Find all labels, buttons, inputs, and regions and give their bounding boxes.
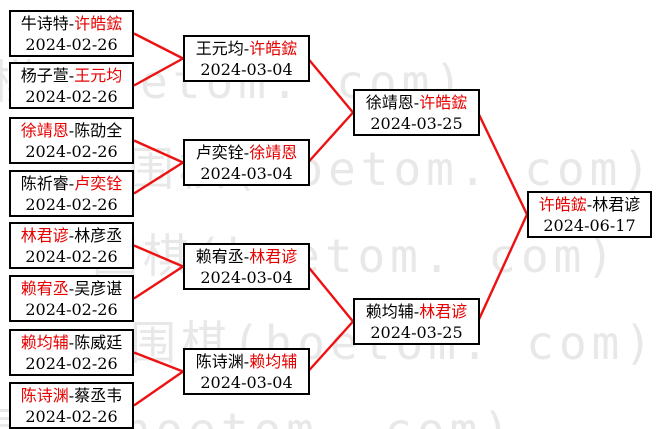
winner-name: 王元均 (74, 66, 123, 85)
separator: - (243, 143, 250, 162)
match-r1-7: 赖均辅-陈威廷 2024-02-26 (9, 329, 134, 376)
watermark-text: 围棋(hoetom. com) (92, 229, 620, 283)
match-date: 2024-02-26 (25, 195, 118, 214)
match-players: 林君谚-林彦丞 (11, 225, 132, 246)
match-date: 2024-02-26 (25, 407, 118, 426)
match-date: 2024-03-25 (370, 323, 463, 342)
separator: - (68, 121, 75, 140)
winner-name: 卢奕铨 (74, 174, 123, 193)
match-players: 卢奕铨-徐靖恩 (185, 142, 308, 163)
winner-name: 许皓鋐 (74, 14, 123, 33)
separator: - (68, 174, 75, 193)
winner-name: 许皓鋐 (249, 39, 298, 58)
separator: - (68, 386, 75, 405)
player-name: 陈劭全 (74, 121, 123, 140)
winner-name: 林君谚 (249, 247, 298, 266)
match-players: 徐靖恩-许皓鋐 (355, 92, 478, 113)
match-players: 徐靖恩-陈劭全 (11, 120, 132, 141)
match-date: 2024-02-26 (25, 87, 118, 106)
match-r2-4: 陈诗渊-赖均辅 2024-03-04 (183, 348, 310, 395)
match-players: 赖宥丞-吴彦谌 (11, 278, 132, 299)
player-name: 蔡丞韦 (74, 386, 123, 405)
match-players: 赖均辅-陈威廷 (11, 332, 132, 353)
player-name: 陈诗渊 (195, 352, 244, 371)
separator: - (413, 93, 420, 112)
winner-name: 许皓鋐 (538, 195, 587, 214)
match-date: 2024-03-04 (200, 164, 293, 183)
match-date: 2024-02-26 (25, 247, 118, 266)
separator: - (413, 302, 420, 321)
player-name: 王元均 (195, 39, 244, 58)
winner-name: 赖宥丞 (20, 279, 69, 298)
winner-name: 林君谚 (419, 302, 468, 321)
winner-name: 徐靖恩 (20, 121, 69, 140)
separator: - (243, 352, 250, 371)
player-name: 陈祈睿 (20, 174, 69, 193)
match-r1-4: 陈祈睿-卢奕铨 2024-02-26 (9, 170, 134, 217)
separator: - (243, 247, 250, 266)
match-r2-3: 赖宥丞-林君谚 2024-03-04 (183, 243, 310, 290)
match-players: 陈祈睿-卢奕铨 (11, 173, 132, 194)
player-name: 陈威廷 (74, 333, 123, 352)
winner-name: 陈诗渊 (20, 386, 69, 405)
player-name: 赖均辅 (365, 302, 414, 321)
match-players: 牛诗特-许皓鋐 (11, 13, 132, 34)
player-name: 吴彦谌 (74, 279, 123, 298)
winner-name: 赖均辅 (249, 352, 298, 371)
winner-name: 赖均辅 (20, 333, 69, 352)
match-date: 2024-02-26 (25, 142, 118, 161)
match-date: 2024-03-04 (200, 373, 293, 392)
match-r1-2: 杨子萱-王元均 2024-02-26 (9, 62, 134, 109)
match-r1-6: 赖宥丞-吴彦谌 2024-02-26 (9, 275, 134, 322)
match-players: 陈诗渊-蔡丞韦 (11, 385, 132, 406)
match-date: 2024-06-17 (543, 216, 636, 235)
match-date: 2024-03-04 (200, 268, 293, 287)
player-name: 林彦丞 (74, 226, 123, 245)
player-name: 卢奕铨 (195, 143, 244, 162)
separator: - (243, 39, 250, 58)
match-date: 2024-02-26 (25, 354, 118, 373)
match-r1-1: 牛诗特-许皓鋐 2024-02-26 (9, 10, 134, 57)
player-name: 林君谚 (592, 195, 641, 214)
player-name: 赖宥丞 (195, 247, 244, 266)
match-players: 赖均辅-林君谚 (355, 301, 478, 322)
player-name: 杨子萱 (20, 66, 69, 85)
player-name: 牛诗特 (20, 14, 69, 33)
match-players: 许皓鋐-林君谚 (529, 194, 650, 215)
match-players: 王元均-许皓鋐 (185, 38, 308, 59)
match-date: 2024-02-26 (25, 35, 118, 54)
match-players: 陈诗渊-赖均辅 (185, 351, 308, 372)
match-final: 许皓鋐-林君谚 2024-06-17 (527, 191, 652, 238)
separator: - (68, 279, 75, 298)
separator: - (586, 195, 593, 214)
winner-name: 徐靖恩 (249, 143, 298, 162)
winner-name: 林君谚 (20, 226, 69, 245)
separator: - (68, 14, 75, 33)
separator: - (68, 226, 75, 245)
match-r2-2: 卢奕铨-徐靖恩 2024-03-04 (183, 139, 310, 186)
match-sf-1: 徐靖恩-许皓鋐 2024-03-25 (353, 89, 480, 136)
match-players: 赖宥丞-林君谚 (185, 246, 308, 267)
match-sf-2: 赖均辅-林君谚 2024-03-25 (353, 298, 480, 345)
separator: - (68, 66, 75, 85)
separator: - (68, 333, 75, 352)
player-name: 徐靖恩 (365, 93, 414, 112)
match-r1-8: 陈诗渊-蔡丞韦 2024-02-26 (9, 382, 134, 429)
match-r2-1: 王元均-许皓鋐 2024-03-04 (183, 35, 310, 82)
match-date: 2024-02-26 (25, 300, 118, 319)
match-players: 杨子萱-王元均 (11, 65, 132, 86)
match-date: 2024-03-25 (370, 114, 463, 133)
match-r1-5: 林君谚-林彦丞 2024-02-26 (9, 222, 134, 269)
match-r1-3: 徐靖恩-陈劭全 2024-02-26 (9, 117, 134, 164)
winner-name: 许皓鋐 (419, 93, 468, 112)
match-date: 2024-03-04 (200, 60, 293, 79)
